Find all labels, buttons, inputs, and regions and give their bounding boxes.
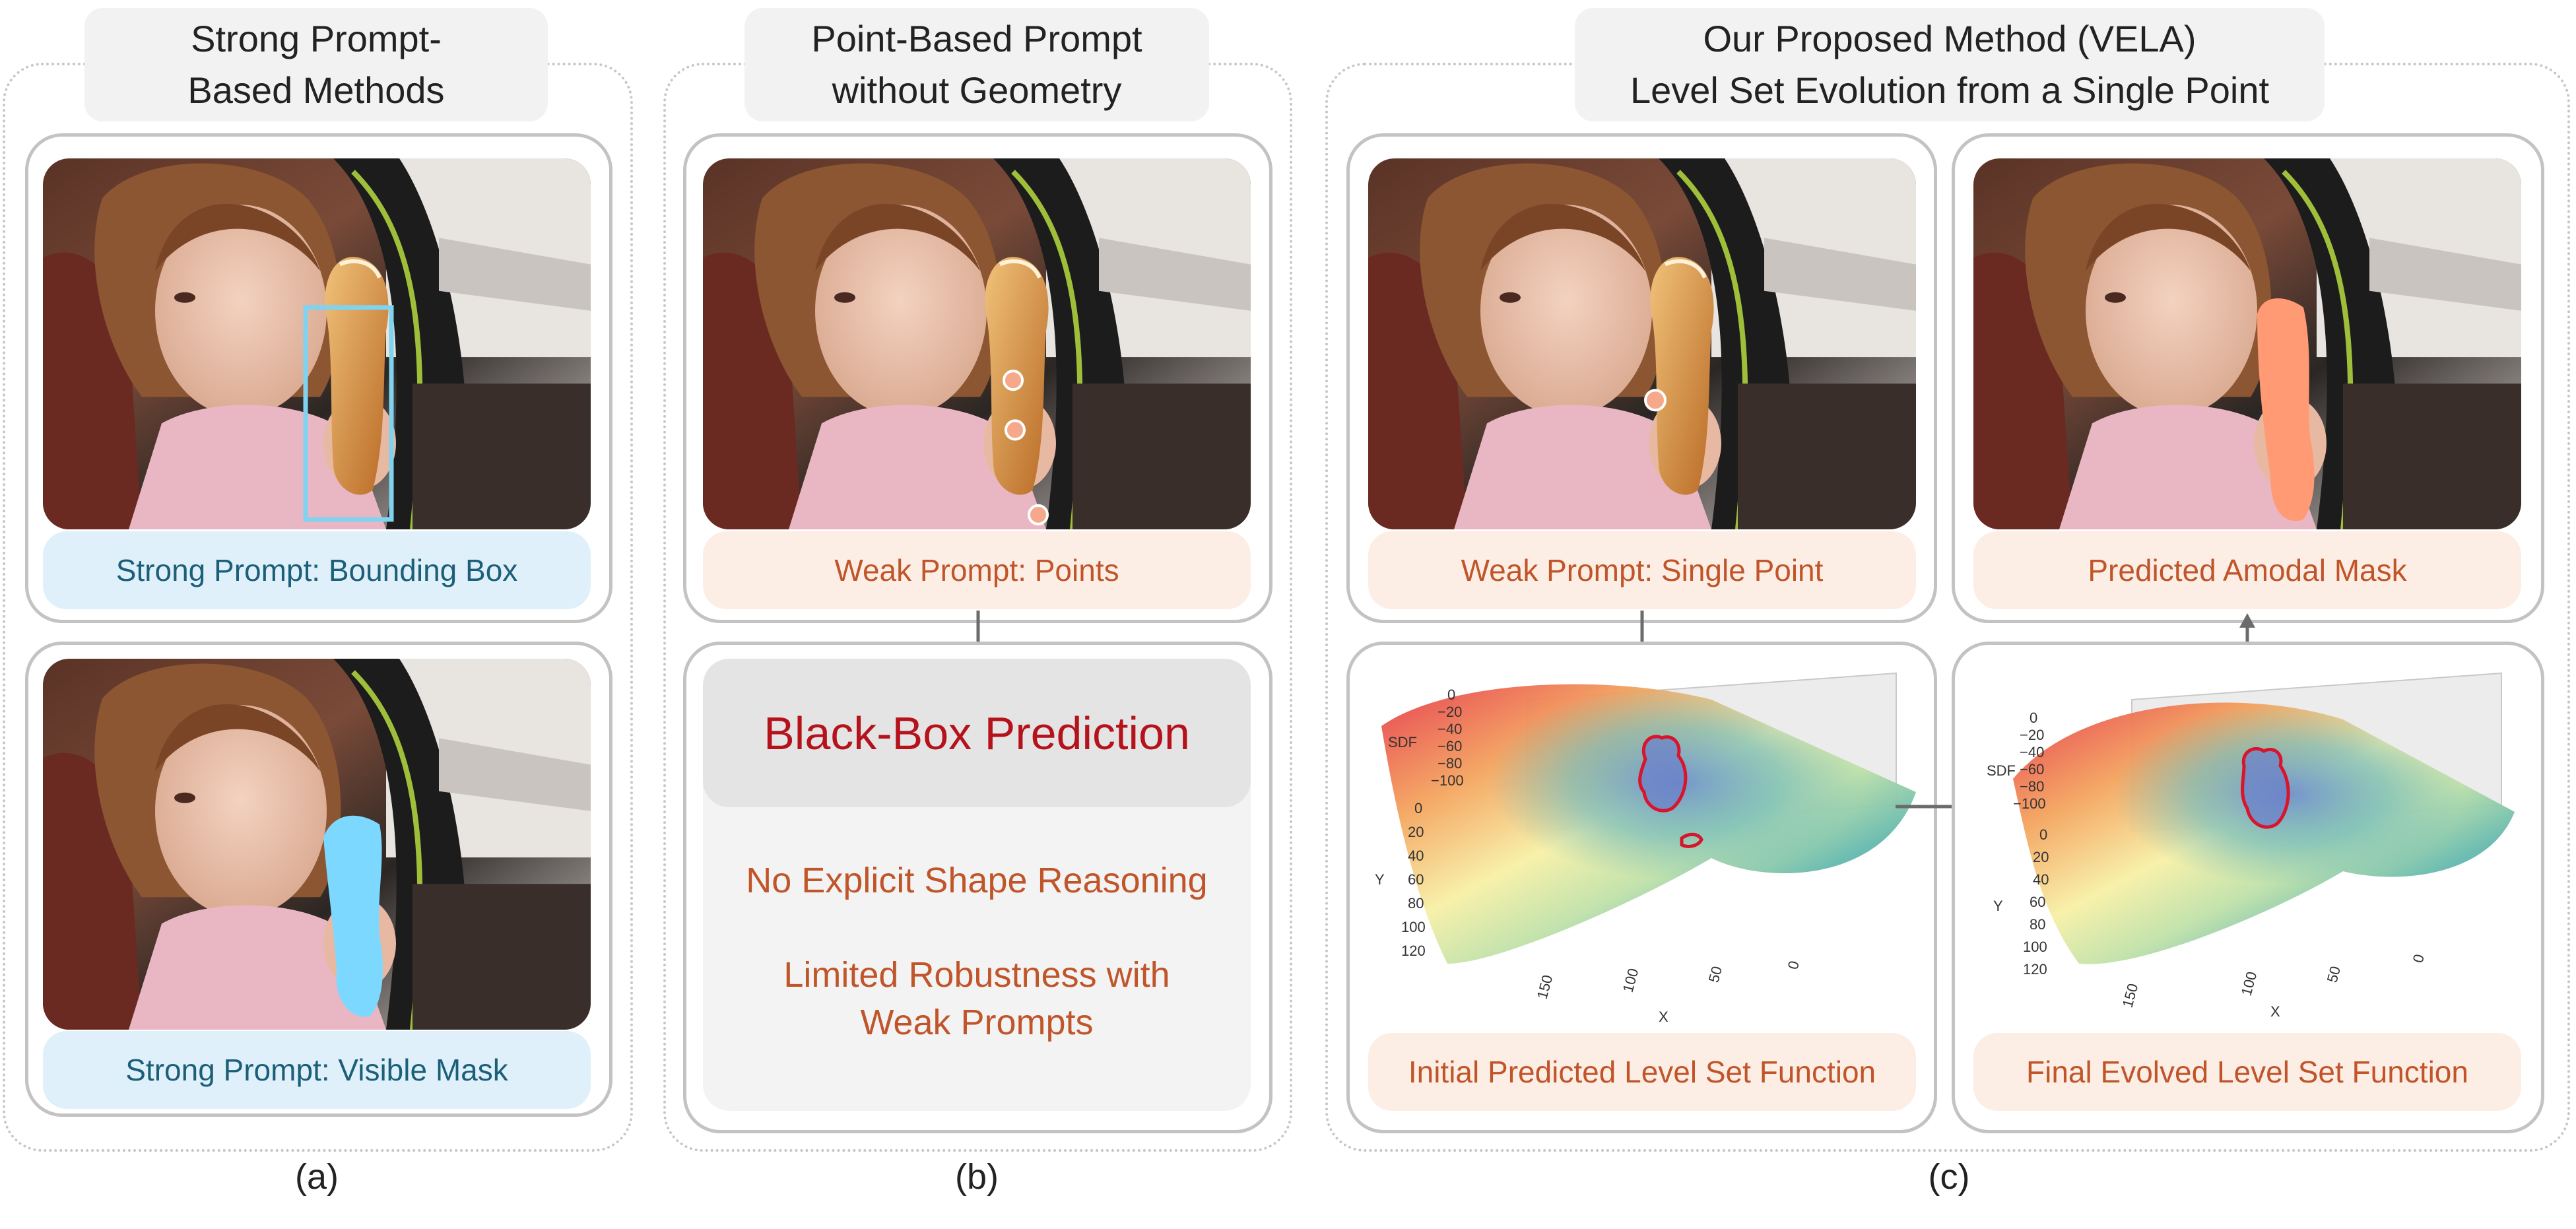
z-tick: −60 bbox=[2020, 761, 2044, 778]
y-tick: 40 bbox=[1408, 847, 1424, 864]
label-visible-mask: Strong Prompt: Visible Mask bbox=[43, 1031, 591, 1109]
label-final-level-set: Final Evolved Level Set Function bbox=[1973, 1033, 2521, 1111]
y-tick: 40 bbox=[2033, 871, 2049, 888]
y-tick: 100 bbox=[1401, 919, 1426, 935]
z-tick: −20 bbox=[1437, 704, 1462, 720]
visible-mask-prompt bbox=[323, 815, 383, 1017]
y-tick: 80 bbox=[1408, 895, 1424, 912]
blackbox-panel: Black-Box Prediction No Explicit Shape R… bbox=[703, 659, 1251, 1111]
x-tick: 150 bbox=[2119, 981, 2142, 1009]
sdf-axis-label: SDF bbox=[1388, 734, 1417, 750]
blackbox-line-2: Limited Robustness with Weak Prompts bbox=[783, 955, 1170, 1042]
x-tick: 0 bbox=[2410, 952, 2427, 964]
label-bounding-box: Strong Prompt: Bounding Box bbox=[43, 531, 591, 609]
y-tick: 60 bbox=[2030, 894, 2045, 910]
plot-final-level-set: SDF 0 −20 −40 −60 −80 −100 0 20 40 60 80… bbox=[1987, 672, 2515, 1020]
photo-points bbox=[703, 158, 1251, 529]
z-tick: −100 bbox=[2013, 795, 2046, 812]
z-tick: 0 bbox=[2030, 710, 2037, 726]
y-axis-label: Y bbox=[1375, 871, 1385, 888]
bounding-box-prompt bbox=[303, 305, 394, 522]
z-tick: −100 bbox=[1431, 772, 1464, 789]
blackbox-line-1: No Explicit Shape Reasoning bbox=[746, 861, 1208, 900]
x-axis-label: X bbox=[2270, 1003, 2280, 1020]
z-tick: −40 bbox=[1437, 721, 1462, 737]
point-marker bbox=[1028, 504, 1049, 525]
x-tick: 0 bbox=[1785, 959, 1802, 971]
y-tick: 0 bbox=[1414, 800, 1422, 816]
photo-single-point bbox=[1368, 158, 1916, 529]
photo-bounding-box bbox=[43, 158, 591, 529]
blackbox-title: Black-Box Prediction bbox=[703, 659, 1251, 807]
x-axis-label: X bbox=[1659, 1009, 1668, 1025]
y-tick: 80 bbox=[2030, 916, 2045, 933]
panel-a-title: Strong Prompt- Based Methods bbox=[84, 8, 548, 121]
label-points: Weak Prompt: Points bbox=[703, 531, 1251, 609]
y-tick: 120 bbox=[2023, 961, 2047, 978]
z-tick: −80 bbox=[2020, 778, 2044, 795]
y-tick: 20 bbox=[2033, 849, 2049, 865]
single-point-marker bbox=[1644, 389, 1667, 412]
photo-amodal-mask bbox=[1973, 158, 2521, 529]
x-tick: 50 bbox=[2324, 964, 2344, 984]
y-tick: 60 bbox=[1408, 871, 1424, 888]
amodal-mask bbox=[2257, 298, 2315, 521]
panel-c-title: Our Proposed Method (VELA) Level Set Evo… bbox=[1575, 8, 2325, 121]
caption-a: (a) bbox=[295, 1157, 339, 1197]
label-single-point: Weak Prompt: Single Point bbox=[1368, 531, 1916, 609]
point-marker bbox=[1005, 419, 1026, 441]
contour-final bbox=[2241, 747, 2290, 829]
contour-initial-small bbox=[1680, 832, 1703, 848]
panel-b-title: Point-Based Prompt without Geometry bbox=[744, 8, 1209, 121]
z-tick: −60 bbox=[1437, 738, 1462, 754]
sdf-axis-label: SDF bbox=[1987, 762, 2016, 779]
z-tick: −40 bbox=[2020, 744, 2044, 760]
contour-initial bbox=[1638, 735, 1688, 813]
plot-initial-level-set: SDF 0 −20 −40 −60 −80 −100 0 20 40 60 80… bbox=[1375, 672, 1916, 1025]
x-tick: 50 bbox=[1705, 964, 1725, 984]
caption-c: (c) bbox=[1928, 1157, 1970, 1197]
z-tick: 0 bbox=[1447, 686, 1455, 703]
x-tick: 100 bbox=[1620, 966, 1642, 994]
photo-visible-mask bbox=[43, 659, 591, 1030]
label-initial-level-set: Initial Predicted Level Set Function bbox=[1368, 1033, 1916, 1111]
caption-b: (b) bbox=[955, 1157, 999, 1197]
y-tick: 100 bbox=[2023, 939, 2047, 955]
y-axis-label: Y bbox=[1993, 898, 2003, 914]
z-tick: −80 bbox=[1437, 755, 1462, 772]
x-tick: 100 bbox=[2238, 970, 2261, 997]
x-tick: 150 bbox=[1534, 973, 1556, 1001]
label-amodal-mask: Predicted Amodal Mask bbox=[1973, 531, 2521, 609]
y-tick: 120 bbox=[1401, 943, 1426, 959]
z-tick: −20 bbox=[2020, 727, 2044, 743]
y-tick: 0 bbox=[2039, 826, 2047, 843]
y-tick: 20 bbox=[1408, 824, 1424, 840]
point-marker bbox=[1003, 370, 1024, 391]
